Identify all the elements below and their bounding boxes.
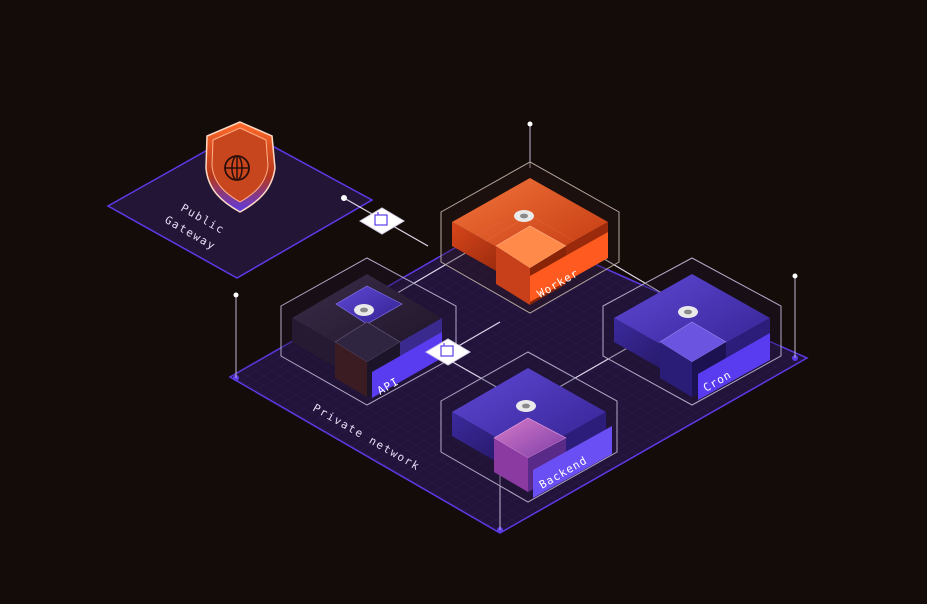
container-link-icon[interactable] — [360, 208, 404, 234]
